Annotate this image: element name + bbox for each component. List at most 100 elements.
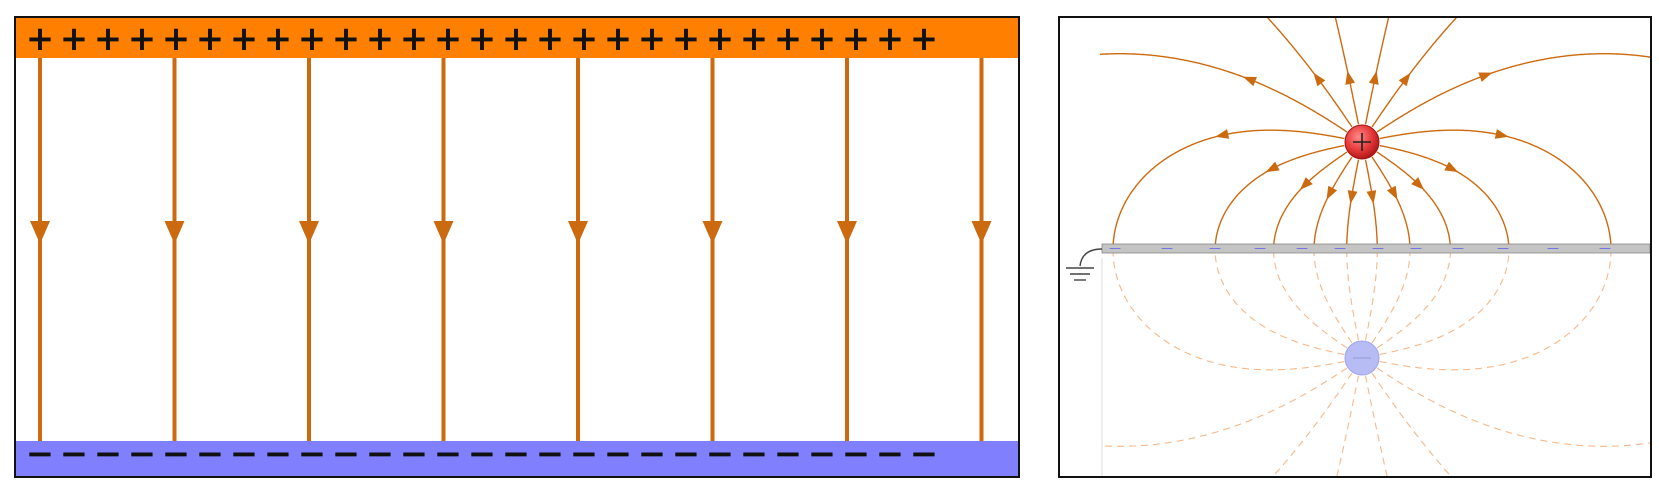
triangle-arrowhead-icon	[1313, 72, 1326, 87]
positive-sign: +	[196, 19, 225, 59]
negative-sign: −	[536, 434, 565, 474]
field-line	[1376, 151, 1452, 250]
negative-sign: −	[400, 434, 429, 474]
triangle-arrowhead-icon	[1368, 70, 1379, 85]
negative-sign: −	[434, 434, 463, 474]
positive-sign: +	[434, 19, 463, 59]
image-field-line	[1214, 250, 1345, 356]
positive-sign: +	[672, 19, 701, 59]
negative-sign: −	[230, 434, 259, 474]
point-charge-field-svg: ————————————	[1066, 18, 1650, 476]
image-field-line	[1371, 250, 1411, 344]
negative-sign: −	[94, 434, 123, 474]
triangle-arrowhead-icon	[1494, 129, 1509, 139]
positive-plate	[16, 18, 1018, 58]
triangle-arrowhead-icon	[1478, 72, 1493, 82]
positive-sign: +	[400, 19, 429, 59]
positive-sign: +	[332, 19, 361, 59]
negative-sign: −	[774, 434, 803, 474]
triangle-arrowhead-icon	[433, 221, 454, 244]
triangle-arrowhead-icon	[971, 221, 992, 244]
image-charge	[1344, 340, 1380, 376]
triangle-arrowhead-icon	[702, 221, 723, 244]
negative-sign: −	[604, 434, 633, 474]
negative-sign: −	[740, 434, 769, 474]
field-line	[1376, 53, 1650, 133]
triangle-arrowhead-icon	[1386, 185, 1398, 200]
triangle-arrowhead-icon	[568, 221, 588, 244]
triangle-arrowhead-icon	[1299, 177, 1313, 190]
positive-charge	[1344, 124, 1380, 160]
induced-negative-charge: —	[1497, 241, 1509, 255]
triangle-arrowhead-icon	[1398, 72, 1411, 87]
negative-sign: −	[332, 434, 361, 474]
triangle-arrowhead-icon	[1265, 161, 1280, 173]
negative-sign: −	[298, 434, 327, 474]
negative-sign: −	[808, 434, 837, 474]
positive-sign: +	[876, 19, 905, 59]
negative-sign: −	[638, 434, 667, 474]
induced-negative-charge: —	[1109, 241, 1121, 255]
field-line	[1379, 129, 1612, 250]
image-field-line	[1313, 250, 1353, 344]
positive-sign: +	[536, 19, 565, 59]
image-field-line	[1364, 250, 1378, 341]
induced-negative-charge: —	[1547, 241, 1559, 255]
positive-sign: +	[638, 19, 667, 59]
field-line	[1371, 18, 1457, 128]
induced-negative-charge: —	[1372, 241, 1384, 255]
negative-plate	[16, 441, 1018, 476]
ground-symbol-icon	[1066, 248, 1103, 281]
field-line-group	[30, 58, 992, 441]
negative-sign: −	[706, 434, 735, 474]
positive-sign: +	[128, 19, 157, 59]
positive-sign: +	[26, 19, 55, 59]
image-field-line	[1336, 375, 1360, 476]
positive-sign: +	[740, 19, 769, 59]
field-line	[1214, 144, 1345, 250]
positive-sign-row: +++++++++++++++++++++++++++	[26, 19, 939, 59]
negative-sign: −	[264, 434, 293, 474]
image-field-line	[1346, 250, 1360, 341]
induced-negative-charge: —	[1161, 241, 1173, 255]
negative-sign: −	[128, 434, 157, 474]
negative-sign-row: −−−−−−−−−−−−−−−−−−−−−−−−−−−	[26, 434, 939, 474]
image-field-line	[1112, 250, 1345, 371]
triangle-arrowhead-icon	[1242, 76, 1257, 87]
negative-sign: −	[366, 434, 395, 474]
induced-negative-charge: —	[1209, 241, 1221, 255]
negative-sign: −	[910, 434, 939, 474]
field-line	[1272, 151, 1348, 250]
positive-sign: +	[502, 19, 531, 59]
field-line	[1364, 159, 1378, 250]
positive-sign: +	[298, 19, 327, 59]
negative-sign: −	[502, 434, 531, 474]
image-field-line	[1272, 250, 1348, 349]
negative-sign: −	[196, 434, 225, 474]
positive-sign: +	[808, 19, 837, 59]
induced-negative-charge: —	[1599, 241, 1611, 255]
triangle-arrowhead-icon	[1345, 70, 1356, 85]
triangle-arrowhead-icon	[299, 221, 319, 244]
negative-sign: −	[60, 434, 89, 474]
induced-negative-charge: —	[1410, 241, 1422, 255]
negative-sign: −	[876, 434, 905, 474]
induced-negative-charge: —	[1452, 241, 1464, 255]
field-line	[1334, 18, 1360, 125]
field-line	[1267, 18, 1353, 128]
triangle-arrowhead-icon	[1366, 190, 1377, 204]
induced-negative-charge: —	[1296, 241, 1308, 255]
image-field-line	[1379, 250, 1510, 356]
field-line	[1371, 156, 1411, 250]
positive-sign: +	[468, 19, 497, 59]
image-field-line	[1099, 367, 1348, 447]
parallel-plate-field-svg: +++++++++++++++++++++++++++ −−−−−−−−−−−−…	[16, 18, 1018, 476]
image-field-line	[1379, 250, 1612, 371]
image-field-line	[1376, 250, 1452, 349]
field-line	[1313, 156, 1353, 250]
positive-sign: +	[842, 19, 871, 59]
field-line	[1364, 18, 1390, 125]
point-charge-plane-diagram: ————————————	[1058, 16, 1652, 478]
triangle-arrowhead-icon	[1215, 129, 1230, 139]
field-line-group	[1099, 18, 1650, 250]
